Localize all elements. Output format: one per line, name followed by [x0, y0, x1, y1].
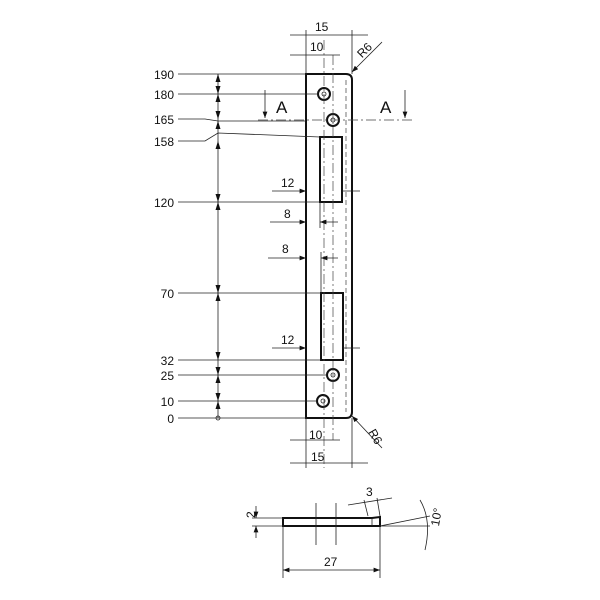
svg-text:25: 25	[161, 369, 175, 383]
dim-thickness-2: 2	[244, 511, 258, 518]
section-mark-left: A	[276, 98, 288, 117]
svg-text:165: 165	[154, 113, 174, 127]
dim-top-radius: R6	[354, 40, 375, 61]
dim-top-15: 15	[315, 20, 329, 34]
dim-upper-8: 8	[284, 207, 291, 221]
dim-top-10: 10	[310, 40, 324, 54]
strike-plate-outline	[305, 73, 353, 419]
section-view: 2 27 3 10°	[244, 485, 445, 578]
dim-upper-12: 12	[281, 176, 295, 190]
svg-text:190: 190	[154, 68, 174, 82]
dim-length-27: 27	[324, 555, 338, 569]
svg-text:70: 70	[161, 287, 175, 301]
dim-bottom-15: 15	[311, 450, 325, 464]
level-labels: 190 180 165 158 120 70 32 25 10 0	[154, 68, 174, 426]
svg-text:158: 158	[154, 135, 174, 149]
svg-text:180: 180	[154, 88, 174, 102]
svg-text:10: 10	[161, 395, 175, 409]
upper-slot	[319, 136, 343, 203]
svg-text:120: 120	[154, 196, 174, 210]
lower-slot	[320, 292, 344, 361]
section-mark-right: A	[380, 98, 392, 117]
dim-angle-10: 10°	[428, 507, 445, 528]
svg-text:32: 32	[161, 354, 175, 368]
dim-bottom-radius: R6	[365, 426, 385, 447]
level-extension-lines	[178, 73, 327, 419]
svg-text:0: 0	[167, 412, 174, 426]
dim-bottom-10: 10	[309, 428, 323, 442]
screw-hole-4	[316, 394, 330, 408]
dim-bevel-3: 3	[366, 485, 373, 499]
dimension-arrows	[215, 74, 221, 409]
dim-lower-8: 8	[282, 242, 289, 256]
dim-lower-12: 12	[281, 333, 295, 347]
